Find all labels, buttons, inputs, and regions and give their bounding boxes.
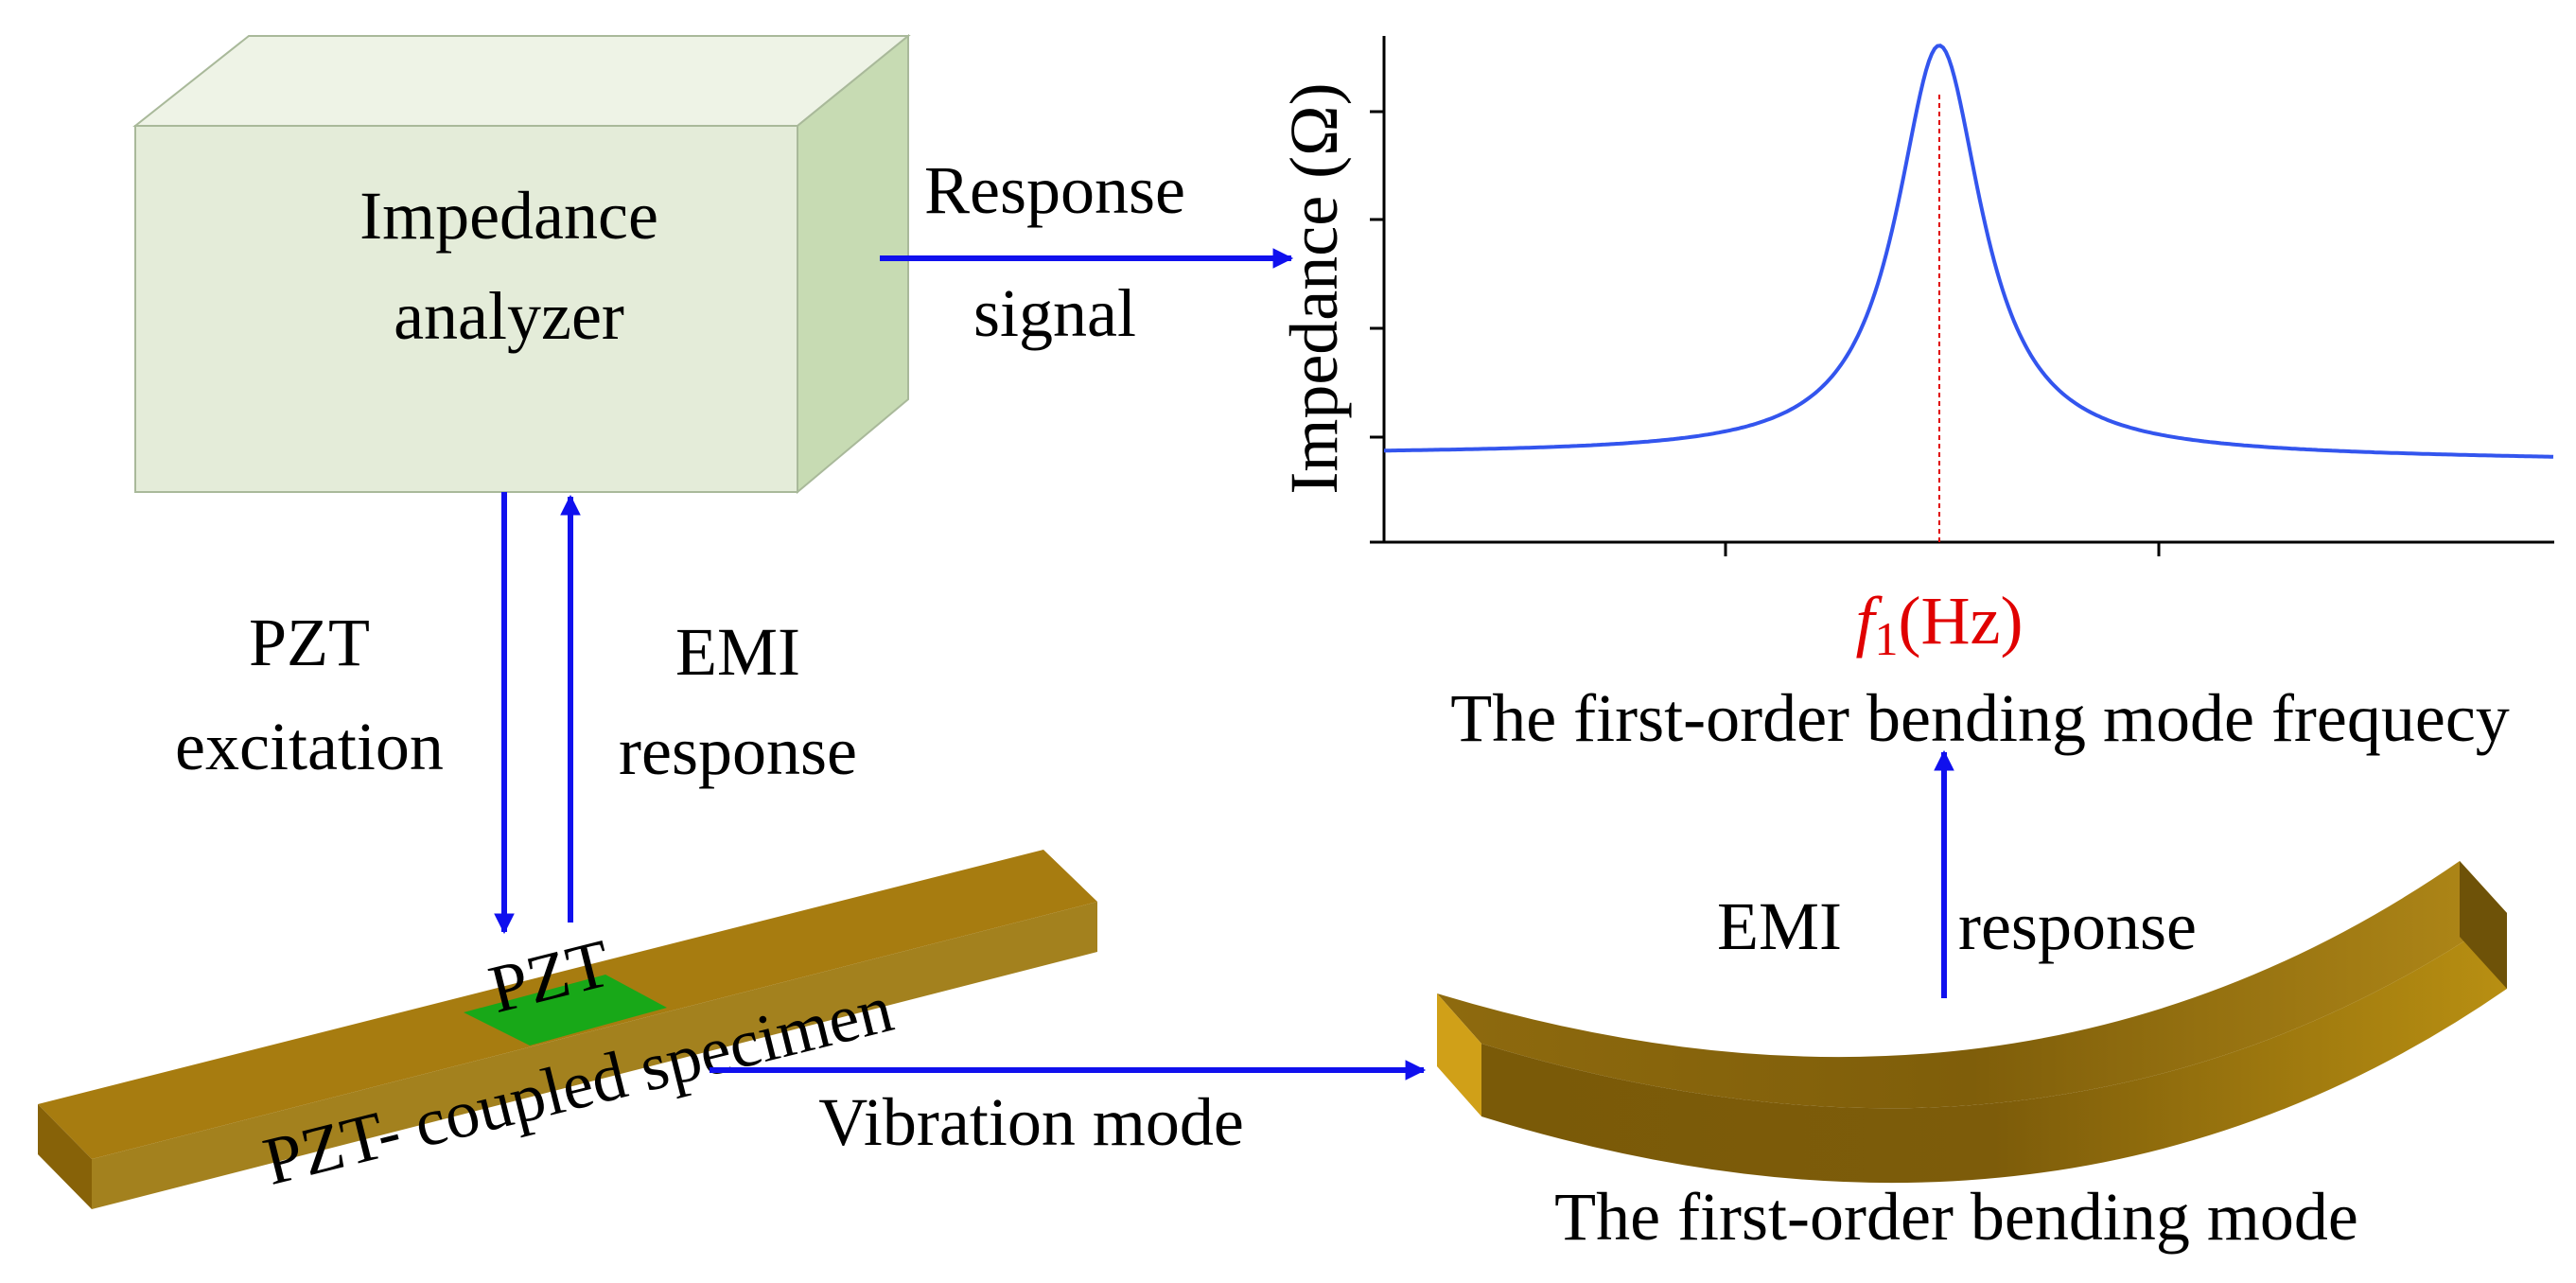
emi-response-right-word1: EMI bbox=[1717, 888, 1842, 964]
pzt-excitation-label-line2: excitation bbox=[175, 709, 444, 784]
analyzer-top-face bbox=[132, 35, 911, 127]
response-signal-label-line1: Response bbox=[924, 152, 1185, 228]
impedance-analyzer-box: Impedance analyzer bbox=[132, 33, 911, 495]
chart-caption: The first-order bending mode frequecy bbox=[1450, 680, 2510, 756]
bent-beam-top-face bbox=[1437, 861, 2507, 1109]
emi-response-left-label-line2: response bbox=[619, 713, 857, 789]
beam-front-face bbox=[92, 902, 1097, 1209]
emi-response-left-label-line1: EMI bbox=[675, 614, 800, 690]
analyzer-label-line1: Impedance bbox=[359, 178, 658, 254]
beam-end-face bbox=[38, 1104, 92, 1209]
analyzer-label-line2: analyzer bbox=[394, 278, 624, 354]
bent-beam bbox=[1437, 861, 2507, 1184]
bent-beam-left-end bbox=[1437, 993, 1481, 1116]
response-signal-label-line2: signal bbox=[973, 275, 1136, 351]
pzt-patch bbox=[464, 975, 667, 1046]
pzt-coupled-specimen: PZT PZT- coupled specimen bbox=[38, 850, 1097, 1209]
bent-beam-front-face bbox=[1481, 913, 2507, 1184]
x-axis-label: f1(Hz) bbox=[1856, 583, 2024, 665]
analyzer-front-face bbox=[134, 125, 798, 493]
resonance-curve bbox=[1384, 44, 2554, 459]
emi-response-right-word2: response bbox=[1958, 888, 2197, 964]
vibration-mode-label: Vibration mode bbox=[818, 1084, 1244, 1160]
impedance-chart: Impedance (Ω) f1(Hz) bbox=[1276, 36, 2554, 665]
pzt-excitation-label-line1: PZT bbox=[249, 605, 370, 680]
bent-beam-right-end bbox=[2460, 861, 2507, 989]
y-axis-label: Impedance (Ω) bbox=[1276, 82, 1352, 494]
bending-mode-label: The first-order bending mode bbox=[1554, 1179, 2358, 1255]
